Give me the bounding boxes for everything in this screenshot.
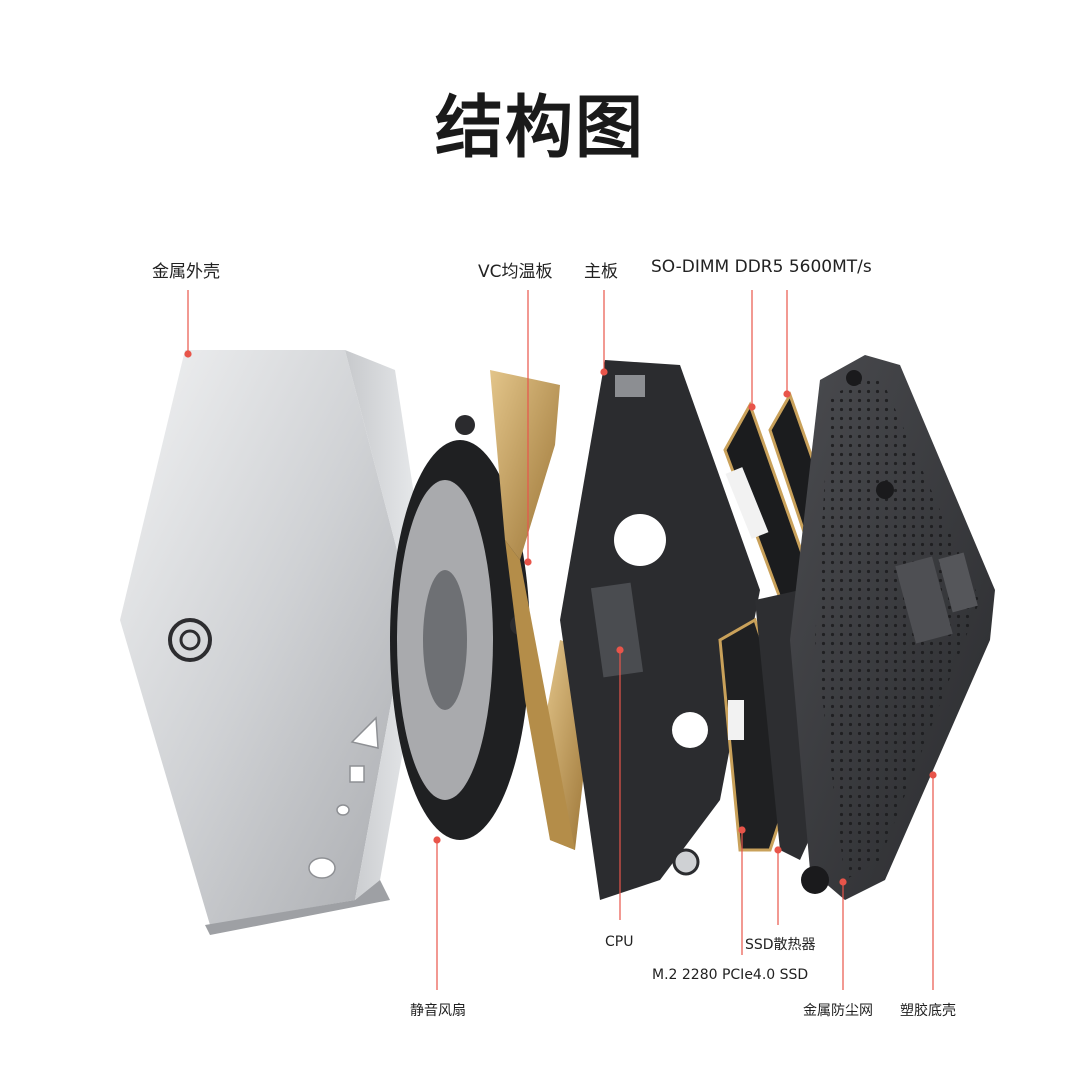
label-metal-shell: 金属外壳 <box>152 262 220 282</box>
label-dust-mesh: 金属防尘网 <box>803 1003 873 1019</box>
label-ram: SO-DIMM DDR5 5600MT/s <box>651 257 872 277</box>
label-cpu: CPU <box>605 934 634 950</box>
logo-icon <box>168 618 212 662</box>
metal-shell-illustration <box>120 350 430 935</box>
label-ssd: M.2 2280 PCIe4.0 SSD <box>652 967 809 983</box>
label-fan: 静音风扇 <box>410 1003 466 1019</box>
page-title: 结构图 <box>434 89 645 168</box>
label-vc-plate: VC均温板 <box>478 262 553 282</box>
leader-lines <box>184 290 937 990</box>
label-ssd-heatsink: SSD散热器 <box>745 937 816 953</box>
fan-illustration <box>390 415 530 840</box>
plastic-base-illustration <box>790 355 995 900</box>
vc-plate-illustration <box>490 370 590 850</box>
label-motherboard: 主板 <box>584 262 618 282</box>
label-plastic-base: 塑胶底壳 <box>900 1003 956 1019</box>
motherboard-illustration <box>560 360 760 900</box>
